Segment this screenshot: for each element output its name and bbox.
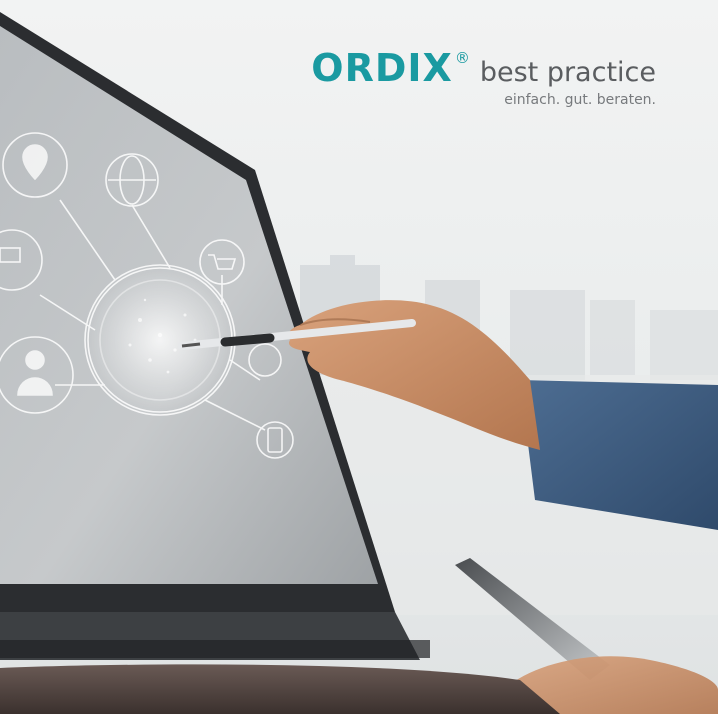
shopping-cart-icon	[199, 239, 245, 285]
pointing-hand	[288, 300, 718, 530]
smartphone	[455, 558, 718, 714]
brand-tagline: einfach. gut. beraten.	[504, 92, 656, 108]
location-pin-icon	[2, 132, 68, 198]
network-overlay	[0, 132, 294, 459]
mobile-phone-icon	[256, 421, 294, 459]
brand-suffix: best practice	[479, 57, 656, 88]
laptop-icon	[0, 229, 43, 291]
registered-mark: ®	[454, 49, 470, 67]
sparkle-dots	[128, 298, 197, 374]
brand-name: ORDIX	[311, 46, 453, 90]
globe-icon	[105, 153, 159, 207]
stylus-pen	[178, 319, 416, 350]
desk-foreground	[0, 664, 560, 714]
ordix-logo: ORDIX ® best practice einfach. gut. bera…	[311, 46, 656, 108]
user-icon	[0, 336, 74, 414]
